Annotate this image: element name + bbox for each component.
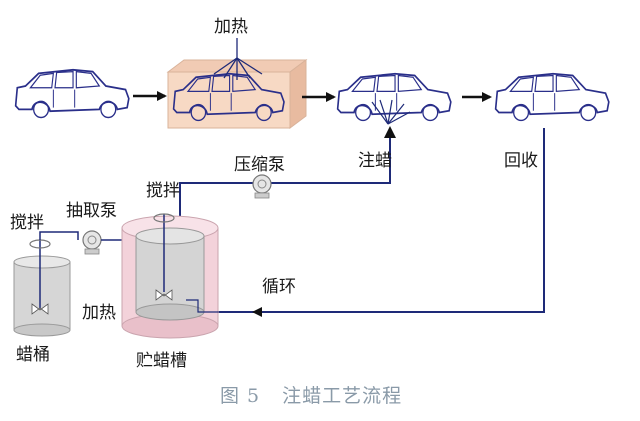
car-body-raw: [14, 68, 130, 119]
heating-label: 加热: [214, 17, 248, 37]
stirring-tank-label: 搅拌: [146, 181, 180, 201]
tank-heating-label: 加热: [82, 303, 116, 323]
compression-pump-label: 压缩泵: [234, 155, 285, 175]
recovery-line: [252, 128, 545, 313]
injection-lances: [371, 99, 411, 125]
figure-caption: 图 5 注蜡工艺流程: [220, 381, 424, 408]
figure-title: 注蜡工艺流程: [282, 385, 403, 407]
supply-line: [179, 128, 391, 236]
wax-bucket: [13, 239, 71, 337]
circulation-label: 循环: [262, 277, 296, 297]
wax-storage-tank-label: 贮蜡槽: [136, 351, 187, 371]
figure-number: 图 5: [220, 385, 261, 407]
car-body-recovery: [494, 72, 610, 122]
recovery-label: 回收: [504, 151, 538, 171]
suction-line: [39, 231, 79, 240]
wax-bucket-label: 蜡桶: [16, 345, 50, 365]
stirring-bucket-label: 搅拌: [10, 213, 44, 233]
wax-injection-label: 注蜡: [358, 151, 392, 171]
wax-storage-tank: [121, 213, 219, 339]
heat-rays: [213, 38, 263, 80]
extraction-pump-label: 抽取泵: [66, 201, 117, 221]
compression-pump-icon: [252, 174, 272, 199]
car-body-injection: [336, 72, 452, 122]
extraction-pump-icon: [82, 230, 102, 255]
